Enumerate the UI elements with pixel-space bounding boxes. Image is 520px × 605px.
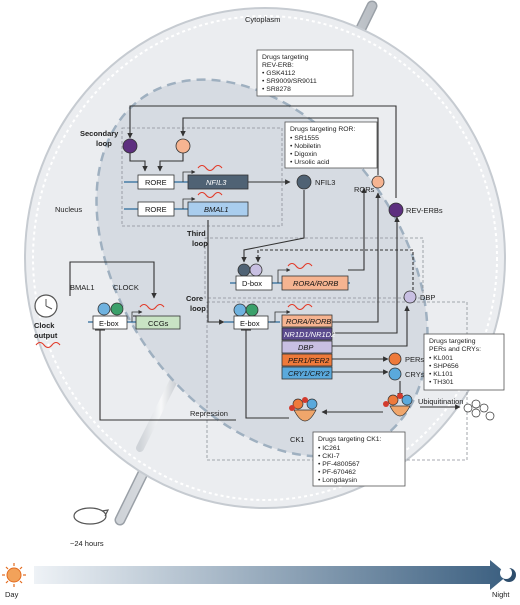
mrna-wave [197, 164, 223, 172]
dbox-element [235, 275, 273, 291]
clock-core-dot [245, 303, 259, 317]
svg-text:E-box: E-box [240, 319, 260, 328]
gene-dbp [281, 340, 333, 354]
svg-text:Drugs targeting ROR: • S: Drugs targeting ROR: • SR1555 • Nobileti… [290, 126, 357, 166]
ubiquitin-icon [463, 399, 495, 421]
drug-box-ck1: Drugs targeting CK1: • IC261 • CKI-7 • P… [312, 431, 406, 487]
crys-protein [388, 367, 402, 381]
nucleus-label: Nucleus [55, 205, 82, 214]
drug-box-rev-erb: Drugs targeting REV-ERB: • GSK4112 • SR9… [256, 49, 354, 97]
rore-box-1 [137, 174, 175, 190]
drug-box-pers-crys: Drugs targeting PERs and CRYs: • KL001 •… [423, 333, 505, 391]
rors-protein [371, 175, 385, 189]
sun-icon [2, 563, 26, 587]
pers-label: PERs [405, 355, 424, 364]
gene-rora-rorb-third [281, 275, 349, 291]
ck1-complex [289, 397, 318, 422]
svg-text:RORA/RORB: RORA/RORB [286, 317, 331, 326]
core-loop-label: Core loop [186, 294, 206, 313]
ubiquitination-label: Ubiquitination [418, 397, 463, 406]
nfil3-on-dbox [237, 263, 251, 277]
svg-text:Drugs targeting PERs and: Drugs targeting PERs and CRYs: • KL001 •… [429, 338, 483, 386]
gene-nr1d1-nr1d2 [281, 327, 333, 341]
gene-bmal1 [187, 201, 249, 217]
third-loop-contents: D-box RORA/RORB [230, 262, 350, 291]
ebox-output [92, 315, 128, 330]
secondary-loop-region [121, 127, 283, 227]
output-rhythm-wave [35, 341, 61, 349]
rors-label: RORs [354, 185, 375, 194]
day-night-bar [34, 560, 508, 590]
night-label: Night [492, 590, 510, 599]
gene-ccgs [135, 315, 181, 330]
dbp-protein [403, 290, 417, 304]
crys-label: CRYs [405, 370, 425, 379]
svg-text:NFIL3: NFIL3 [206, 178, 227, 187]
repressor-complex-right [383, 393, 413, 417]
secondary-loop-label: Secondary loop [80, 129, 120, 148]
third-loop-region [204, 237, 424, 299]
clock-output-contents: E-box CCGs [88, 302, 181, 330]
svg-text:CRY1/CRY2: CRY1/CRY2 [288, 369, 330, 378]
bmal1-dot [97, 302, 111, 316]
rev-erbs-protein [388, 202, 404, 218]
svg-text:E-box: E-box [99, 319, 119, 328]
svg-text:CCGs: CCGs [148, 319, 169, 328]
cytoplasm-label: Cytoplasm [245, 15, 280, 24]
rev-erbs-label: REV-ERBs [406, 206, 443, 215]
clock-output-label: Clock output [34, 321, 58, 340]
regulatory-connections [69, 105, 461, 421]
rev-erb-dot-secondary [122, 138, 138, 154]
svg-text:BMAL1: BMAL1 [204, 205, 229, 214]
svg-text:RORE: RORE [145, 205, 167, 214]
gene-nfil3 [187, 174, 249, 190]
secondary-loop-contents: RORE NFIL3 RORE BMAL1 [122, 138, 249, 217]
svg-text:DBP: DBP [298, 343, 313, 352]
dbp-on-dbox [249, 263, 263, 277]
day-label: Day [5, 590, 19, 599]
clock-dot [110, 302, 124, 316]
ebox-core [233, 315, 269, 330]
svg-text:PER1/PER2: PER1/PER2 [288, 356, 330, 365]
bmal1-label: BMAL1 [70, 283, 95, 292]
svg-text:NR1D1/NR1D2: NR1D1/NR1D2 [284, 330, 336, 339]
clock-label: CLOCK [113, 283, 139, 292]
dbp-label: DBP [420, 293, 435, 302]
svg-text:RORE: RORE [145, 178, 167, 187]
gene-cry1-cry2 [281, 366, 333, 380]
clock-icon [34, 294, 58, 318]
svg-text:Drugs targeting CK1: • I: Drugs targeting CK1: • IC261 • CKI-7 • P… [318, 436, 383, 484]
moon-icon [500, 567, 516, 582]
bmal1-core-dot [233, 303, 247, 317]
drug-box-ror: Drugs targeting ROR: • SR1555 • Nobileti… [284, 121, 378, 169]
core-loop-contents: E-box RORA/RORB NR1D1/NR1D2 DBP PER1/PER… [224, 303, 336, 380]
gene-rora-rorb-core [281, 314, 333, 328]
rotation-arrow-icon [73, 507, 110, 525]
svg-text:D-box: D-box [242, 279, 262, 288]
pers-protein [388, 352, 402, 366]
rore-box-2 [137, 201, 175, 217]
svg-text:Drugs targeting REV-ERB:: Drugs targeting REV-ERB: • GSK4112 • SR9… [262, 54, 319, 93]
ck1-label: CK1 [290, 435, 305, 444]
repression-label: Repression [190, 409, 228, 418]
ror-dot-secondary [175, 138, 191, 154]
gene-per1-per2 [281, 353, 333, 367]
nfil3-protein-label: NFIL3 [315, 178, 335, 187]
nfil3-protein [296, 174, 312, 190]
third-loop-label: Third loop [187, 229, 208, 248]
svg-text:RORA/RORB: RORA/RORB [293, 279, 338, 288]
hours-label: ~24 hours [70, 539, 104, 548]
